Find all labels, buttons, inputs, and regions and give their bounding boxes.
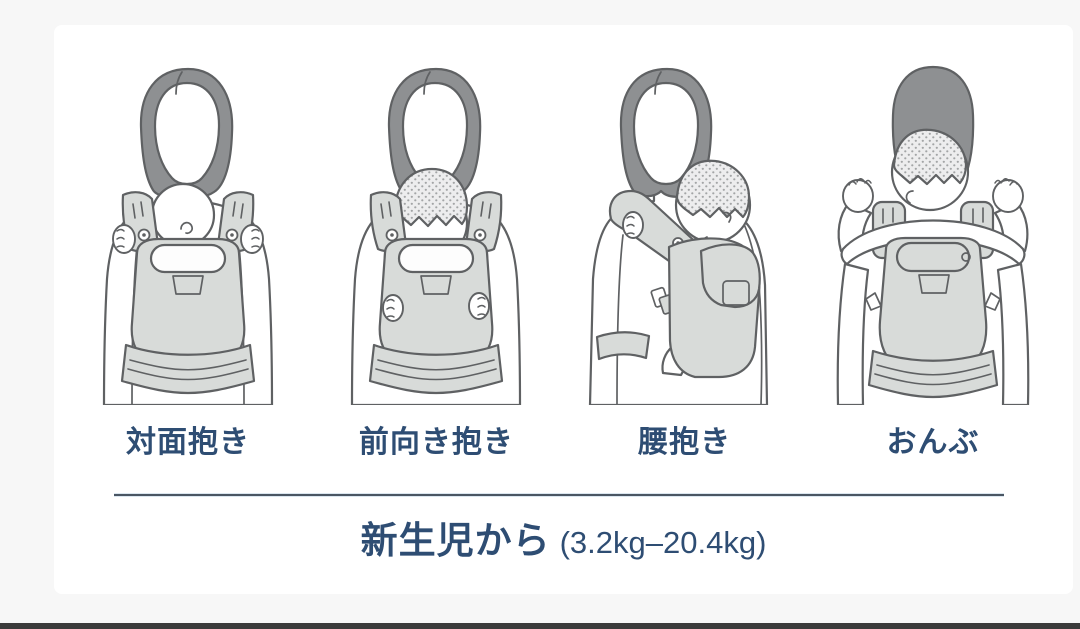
- mother-front-baby-facing-in-illustration-icon: [102, 67, 274, 405]
- caption-main-text: 新生児から: [360, 520, 551, 561]
- figure-face-to-face: 対面抱き: [78, 55, 298, 461]
- bottom-bar: [0, 623, 1080, 629]
- mother-back-baby-illustration-icon: [836, 65, 1030, 405]
- carry-position-label: おんぶ: [886, 426, 980, 459]
- mother-front-baby-facing-out-illustration-icon: [351, 67, 522, 405]
- figure-hip-carry: 腰抱き: [575, 55, 795, 461]
- caption-weight-range: (3.2kg–20.4kg): [559, 525, 767, 560]
- figures-row: 対面抱き: [54, 25, 1073, 461]
- weight-range-caption: 新生児から(3.2kg–20.4kg): [54, 510, 1073, 564]
- carry-positions-card: 対面抱き: [54, 25, 1073, 594]
- carry-position-label: 腰抱き: [638, 426, 732, 459]
- divider-line: [114, 494, 1004, 496]
- mother-hip-baby-illustration-icon: [588, 67, 768, 405]
- figure-forward-facing: 前向き抱き: [326, 55, 546, 461]
- carry-position-label: 対面抱き: [126, 426, 250, 459]
- carry-position-label: 前向き抱き: [358, 426, 514, 459]
- figure-back-carry: おんぶ: [823, 55, 1043, 461]
